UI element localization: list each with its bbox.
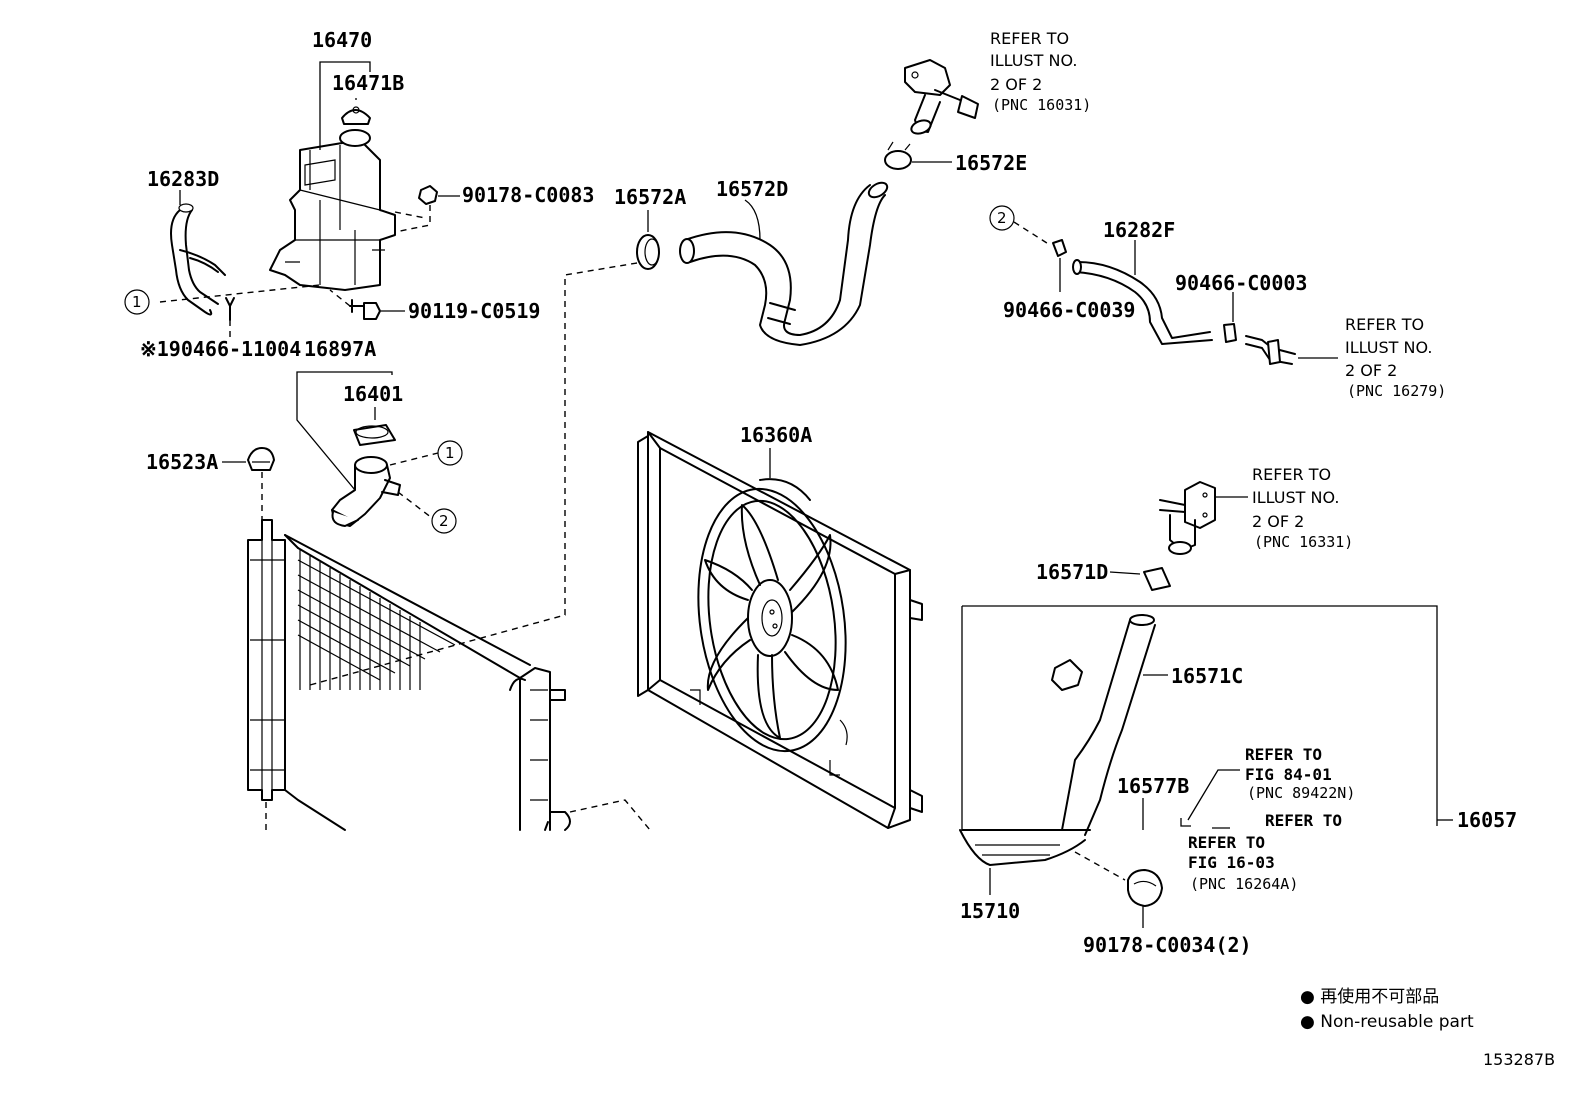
label-15710: 15710 bbox=[960, 899, 1020, 923]
nut-90178-C0083 bbox=[418, 185, 438, 205]
hose-16571C bbox=[1051, 614, 1156, 836]
callout-1-neck: 1 bbox=[445, 444, 455, 462]
radiator-cap-16401 bbox=[353, 424, 396, 446]
label-16571C: 16571C bbox=[1171, 664, 1243, 688]
ref-89422N-line3: (PNC 89422N) bbox=[1247, 784, 1355, 802]
label-16577B: 16577B bbox=[1117, 774, 1189, 798]
label-16360A: 16360A bbox=[740, 423, 812, 447]
clamp-90466-C0003 bbox=[1223, 323, 1237, 343]
label-16897A: 16897A bbox=[304, 337, 376, 361]
bypass-pipe bbox=[1245, 335, 1296, 365]
callout-2-neck: 2 bbox=[439, 512, 449, 530]
label-16572D: 16572D bbox=[716, 177, 788, 201]
ref-16264A-line2: FIG 16-03 bbox=[1188, 853, 1275, 872]
label-16572A: 16572A bbox=[614, 185, 686, 209]
hose-16283D bbox=[170, 203, 226, 316]
callout-2-right: 2 bbox=[997, 209, 1007, 227]
ref-16331-line2: ILLUST NO. bbox=[1252, 488, 1339, 507]
label-90178-C0083: 90178-C0083 bbox=[462, 183, 594, 207]
ref-16031-line4: (PNC 16031) bbox=[992, 96, 1091, 114]
fan-shroud-16360A bbox=[637, 431, 923, 829]
water-inlet-fitting bbox=[1159, 481, 1216, 555]
cushion-16523A bbox=[247, 447, 275, 471]
ref-second-line1: REFER TO bbox=[1265, 811, 1342, 830]
ref-16279-line1: REFER TO bbox=[1345, 315, 1424, 334]
lower-tank-15710 bbox=[959, 829, 1091, 866]
label-16401: 16401 bbox=[343, 382, 403, 406]
reservoir-cap bbox=[341, 106, 371, 125]
ref-16331-line3: 2 OF 2 bbox=[1252, 512, 1304, 531]
reservoir-tank bbox=[269, 129, 396, 291]
label-16057: 16057 bbox=[1457, 808, 1517, 832]
ref-16031-line1: REFER TO bbox=[990, 29, 1069, 48]
ref-16031-line3: 2 OF 2 bbox=[990, 75, 1042, 94]
clamp-16572A bbox=[636, 234, 660, 270]
water-outlet bbox=[904, 59, 979, 135]
ref-16279-line4: (PNC 16279) bbox=[1347, 382, 1446, 400]
radiator-assembly bbox=[247, 519, 571, 831]
ref-89422N-line2: FIG 84-01 bbox=[1245, 765, 1332, 784]
label-16572E: 16572E bbox=[955, 151, 1027, 175]
cushion-90178-C0034 bbox=[1127, 869, 1163, 907]
label-16283D: 16283D bbox=[147, 167, 219, 191]
clip-190466-11004 bbox=[225, 297, 235, 321]
label-16470: 16470 bbox=[312, 28, 372, 52]
label-90466-C0003: 90466-C0003 bbox=[1175, 271, 1307, 295]
callout-1-left: 1 bbox=[132, 293, 142, 311]
ref-16264A-line1: REFER TO bbox=[1188, 833, 1265, 852]
bolt-90119-C0519 bbox=[349, 299, 381, 320]
ref-16279-line2: ILLUST NO. bbox=[1345, 338, 1432, 357]
label-16471B: 16471B bbox=[332, 71, 404, 95]
legend-non-reusable-jp: ● 再使用不可部品 bbox=[1300, 986, 1439, 1007]
filler-neck-16897A bbox=[331, 456, 401, 527]
label-90466-C0039: 90466-C0039 bbox=[1003, 298, 1135, 322]
label-16523A: 16523A bbox=[146, 450, 218, 474]
gasket-16571D bbox=[1143, 567, 1171, 591]
ref-16031-line2: ILLUST NO. bbox=[990, 51, 1077, 70]
clamp-90466-C0039 bbox=[1052, 239, 1067, 257]
label-16571D: 16571D bbox=[1036, 560, 1108, 584]
ref-16331-line1: REFER TO bbox=[1252, 465, 1331, 484]
ref-16331-line4: (PNC 16331) bbox=[1254, 533, 1353, 551]
label-90119-C0519: 90119-C0519 bbox=[408, 299, 540, 323]
ref-16264A-line3: (PNC 16264A) bbox=[1190, 875, 1298, 893]
illustration-code: 153287B bbox=[1483, 1050, 1555, 1069]
hose-16572D bbox=[679, 181, 889, 346]
label-90178-C0034: 90178-C0034(2) bbox=[1083, 933, 1252, 957]
ref-16279-line3: 2 OF 2 bbox=[1345, 361, 1397, 380]
label-16282F: 16282F bbox=[1103, 218, 1175, 242]
label-190466-11004: ※190466-11004 bbox=[140, 337, 301, 361]
legend-non-reusable-en: ● Non-reusable part bbox=[1300, 1012, 1474, 1032]
ref-89422N-line1: REFER TO bbox=[1245, 745, 1322, 764]
hose-16282F bbox=[1072, 259, 1213, 345]
clamp-16572E bbox=[884, 141, 912, 170]
